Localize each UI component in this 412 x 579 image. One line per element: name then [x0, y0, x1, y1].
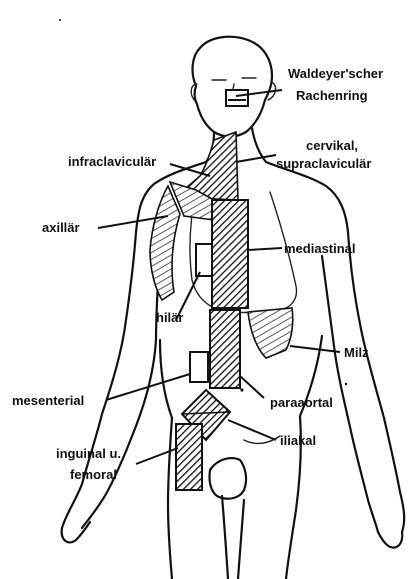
label-axillary: axillär [42, 220, 80, 235]
mesenterial-region [190, 352, 208, 382]
label-waldeyer-line1: Waldeyer'scher [288, 66, 383, 81]
right-hand [378, 532, 402, 548]
hilar-region [196, 244, 212, 276]
label-mediastinal: mediastinal [284, 241, 356, 256]
left-hand [62, 522, 90, 542]
axillary-region [150, 186, 180, 300]
label-inguinal-line2: femoral [70, 467, 117, 482]
waldeyer-region [226, 90, 248, 106]
mediastinal-region [212, 200, 248, 308]
spleen-region [248, 308, 293, 358]
label-cervical-line1: cervikal, [306, 138, 358, 153]
label-inguinal-line1: inguinal u. [56, 446, 121, 461]
right-arm-inner [322, 256, 378, 532]
inguinal-femoral-region [176, 424, 202, 490]
label-paraaortal: paraaortal [270, 395, 333, 410]
paraaortal-region [210, 310, 240, 388]
label-iliac: iliakal [280, 433, 316, 448]
label-infraclavicular: infraclaviculär [68, 154, 156, 169]
label-mesenterial: mesenterial [12, 393, 84, 408]
left-leg-outer [168, 418, 172, 579]
inner-legs [222, 496, 244, 579]
head-outline [193, 37, 272, 137]
left-arm-inner [82, 250, 160, 528]
label-cervical-line2: supraclaviculär [276, 156, 371, 171]
label-hilar: hilär [156, 310, 183, 325]
label-spleen: Milz [344, 345, 369, 360]
waist-left [160, 340, 172, 418]
label-waldeyer-line2: Rachenring [296, 88, 368, 103]
eyes [212, 78, 256, 80]
genitals [210, 458, 247, 499]
